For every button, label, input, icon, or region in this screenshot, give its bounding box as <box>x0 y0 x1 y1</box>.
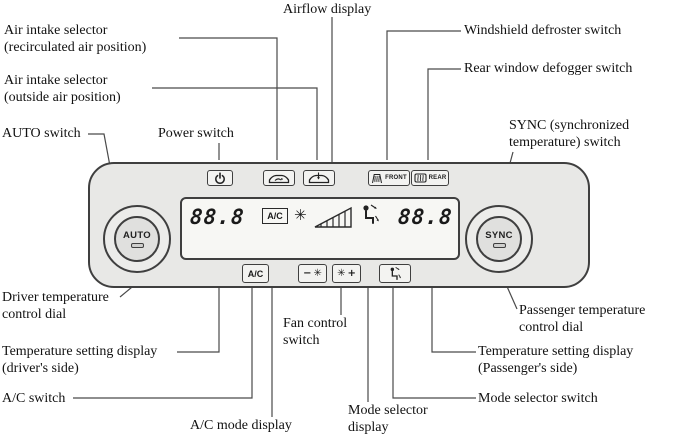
label-power-switch: Power switch <box>158 126 234 141</box>
auto-switch: AUTO <box>114 216 160 262</box>
label-ac-switch: A/C switch <box>2 391 66 406</box>
leader-ac-switch <box>73 282 253 399</box>
rear-defogger-switch: REAR <box>411 170 449 186</box>
ac-button-label: A/C <box>247 268 264 279</box>
fan-down-switch: − ✳ <box>298 264 327 283</box>
label-mode-display: Mode selector display <box>348 403 428 435</box>
fan-up-switch: ✳ + <box>332 264 361 283</box>
label-air-intake-outside: Air intake selector (outside air positio… <box>4 73 121 105</box>
sync-dial-label: SYNC <box>485 230 513 241</box>
label-driver-dial: Driver temperature control dial <box>2 290 109 322</box>
front-defroster-label: FRONT <box>385 175 407 181</box>
leader-rear-defogger <box>427 68 461 160</box>
label-air-intake-recirc: Air intake selector (recirculated air po… <box>4 23 147 55</box>
passenger-temp-display: 88.8 <box>397 205 454 229</box>
power-icon <box>215 171 225 184</box>
ac-mode-indicator: A/C <box>262 208 288 224</box>
sync-switch: SYNC <box>476 216 522 262</box>
label-temp-display-driver: Temperature setting display (driver's si… <box>2 344 158 376</box>
leader-windshield-defroster <box>386 30 461 160</box>
minus-label: − <box>303 268 312 279</box>
car-outside-air-icon <box>308 172 330 184</box>
label-fan-control: Fan control switch <box>283 316 348 348</box>
fan-icon-small: ✳ <box>313 268 322 279</box>
label-ac-mode-display: A/C mode display <box>190 418 292 433</box>
rear-defrost-icon <box>414 173 427 183</box>
climate-display: 88.8 A/C ✳ 88.8 <box>180 197 460 260</box>
fan-icon-small: ✳ <box>337 268 346 279</box>
driver-temp-dial: AUTO <box>103 205 171 273</box>
leader-mode-switch <box>392 282 476 399</box>
climate-control-panel: FRONT REAR 88.8 A/C ✳ <box>88 162 590 288</box>
label-auto-switch: AUTO switch <box>2 126 81 141</box>
label-airflow-display: Airflow display <box>283 2 372 17</box>
driver-temp-display: 88.8 <box>189 205 246 229</box>
mode-display-icon <box>363 204 379 224</box>
dial-indicator-window <box>130 243 144 248</box>
label-sync-switch: SYNC (synchronized temperature) switch <box>509 118 630 150</box>
rear-defogger-label: REAR <box>428 175 447 181</box>
power-switch <box>207 170 233 186</box>
leader-air-intake-recirc <box>179 37 278 160</box>
mode-selector-switch <box>379 264 411 283</box>
air-intake-recirc-switch <box>263 170 295 186</box>
airflow-level-display <box>314 206 352 228</box>
dial-indicator-window <box>492 243 506 248</box>
label-rear-defogger: Rear window defogger switch <box>464 61 633 76</box>
passenger-temp-dial: SYNC <box>465 205 533 273</box>
label-temp-display-passenger: Temperature setting display (Passenger's… <box>478 344 634 376</box>
ac-switch: A/C <box>242 264 269 283</box>
fan-icon: ✳ <box>294 206 307 224</box>
mode-selector-icon <box>390 266 401 280</box>
auto-dial-label: AUTO <box>123 230 151 241</box>
windshield-defrost-icon <box>372 173 383 183</box>
car-recirculate-icon <box>268 174 290 183</box>
air-intake-outside-switch <box>303 170 335 186</box>
windshield-defroster-switch: FRONT <box>368 170 410 186</box>
label-passenger-dial: Passenger temperature control dial <box>519 303 646 335</box>
label-mode-switch: Mode selector switch <box>478 391 598 406</box>
plus-label: + <box>347 268 356 279</box>
leader-air-intake-outside <box>152 87 318 160</box>
label-windshield-defroster: Windshield defroster switch <box>464 23 622 38</box>
